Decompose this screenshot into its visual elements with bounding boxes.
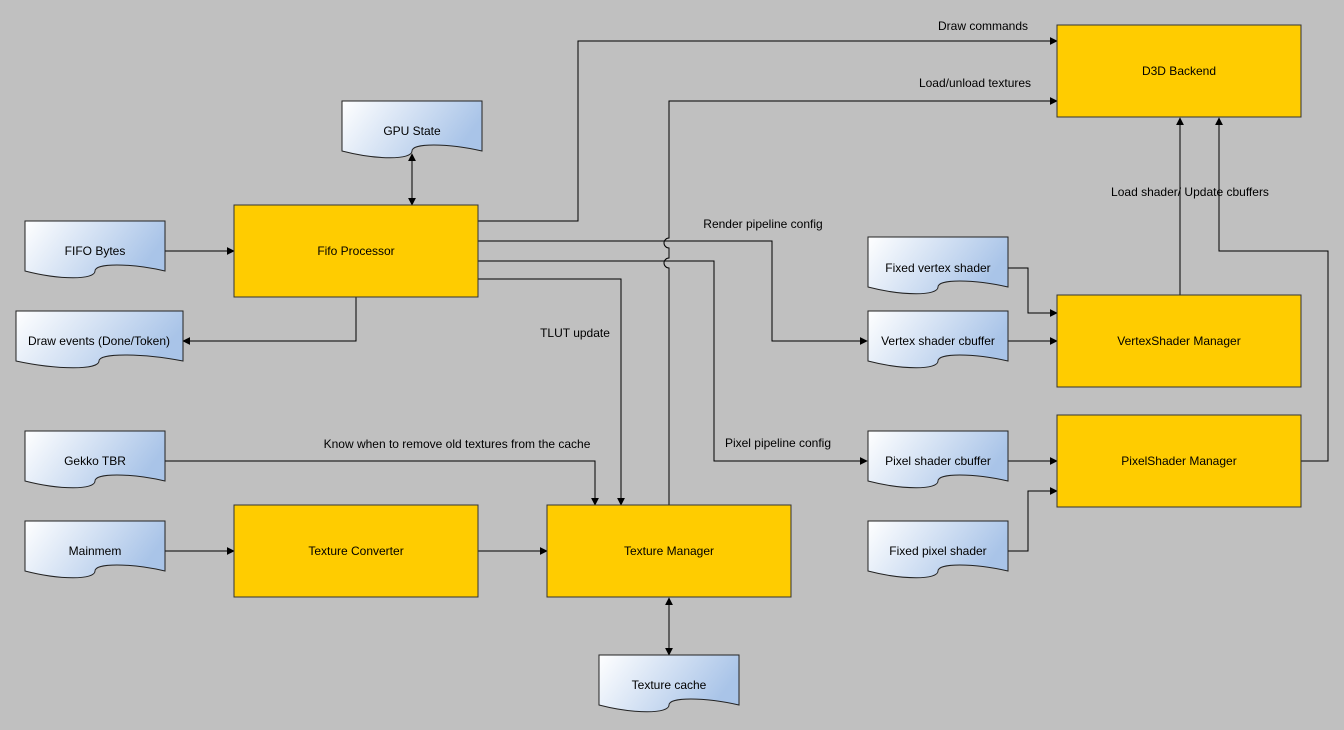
node-fifo-bytes: FIFO Bytes [24, 220, 166, 279]
node-pixelshader-manager: PixelShader Manager [1056, 414, 1302, 508]
label-load-unload-textures: Load/unload textures [919, 76, 1031, 90]
node-gpu-state: GPU State [341, 100, 483, 159]
edge-fixed-pixel-shader [1008, 487, 1058, 552]
node-vertex-shader-cbuffer: Vertex shader cbuffer [867, 310, 1009, 369]
node-gekko-tbr-label: Gekko TBR [64, 454, 126, 468]
label-draw-commands: Draw commands [938, 19, 1028, 33]
label-pixel-pipeline-config: Pixel pipeline config [725, 436, 831, 450]
edge-draw-commands [478, 37, 1058, 222]
node-d3d-backend-label: D3D Backend [1142, 64, 1216, 78]
node-gekko-tbr: Gekko TBR [24, 430, 166, 489]
label-know-when-remove: Know when to remove old textures from th… [324, 437, 591, 451]
node-vertex-shader-cbuffer-label: Vertex shader cbuffer [881, 334, 995, 348]
label-render-pipeline-config: Render pipeline config [703, 217, 822, 231]
node-fixed-vertex-shader-label: Fixed vertex shader [885, 261, 990, 275]
node-fixed-pixel-shader: Fixed pixel shader [867, 520, 1009, 579]
edge-fixed-vertex-shader [1008, 267, 1058, 317]
edge-pixel-pipeline-config [478, 260, 868, 465]
node-texture-converter-label: Texture Converter [308, 544, 403, 558]
node-mainmem: Mainmem [24, 520, 166, 579]
edge-render-pipeline-config [478, 240, 868, 345]
node-fixed-vertex-shader: Fixed vertex shader [867, 236, 1009, 295]
node-pixelshader-manager-label: PixelShader Manager [1121, 454, 1236, 468]
node-pixel-shader-cbuffer: Pixel shader cbuffer [867, 430, 1009, 489]
edge-draw-events [182, 297, 357, 345]
node-draw-events: Draw events (Done/Token) [15, 310, 184, 369]
node-texture-converter: Texture Converter [233, 504, 479, 598]
node-mainmem-label: Mainmem [69, 544, 122, 558]
node-d3d-backend: D3D Backend [1056, 24, 1302, 118]
node-fifo-processor: Fifo Processor [233, 204, 479, 298]
node-texture-manager-label: Texture Manager [624, 544, 714, 558]
edge-pixel-manager-d3d [1215, 117, 1329, 462]
edge-gekko-tbr [165, 460, 599, 506]
node-vertexshader-manager-label: VertexShader Manager [1117, 334, 1240, 348]
edge-tlut-update [478, 278, 625, 506]
node-draw-events-label: Draw events (Done/Token) [28, 334, 170, 348]
node-vertexshader-manager: VertexShader Manager [1056, 294, 1302, 388]
node-texture-cache: Texture cache [598, 654, 740, 713]
node-fifo-processor-label: Fifo Processor [317, 244, 394, 258]
node-texture-manager: Texture Manager [546, 504, 792, 598]
node-fixed-pixel-shader-label: Fixed pixel shader [889, 544, 986, 558]
label-load-shader-update-cbuffers: Load shader/ Update cbuffers [1111, 185, 1269, 199]
node-gpu-state-label: GPU State [383, 124, 441, 138]
node-texture-cache-label: Texture cache [632, 678, 707, 692]
node-pixel-shader-cbuffer-label: Pixel shader cbuffer [885, 454, 991, 468]
edge-load-unload-textures [663, 97, 1058, 505]
node-fifo-bytes-label: FIFO Bytes [65, 244, 126, 258]
label-tlut-update: TLUT update [540, 326, 610, 340]
